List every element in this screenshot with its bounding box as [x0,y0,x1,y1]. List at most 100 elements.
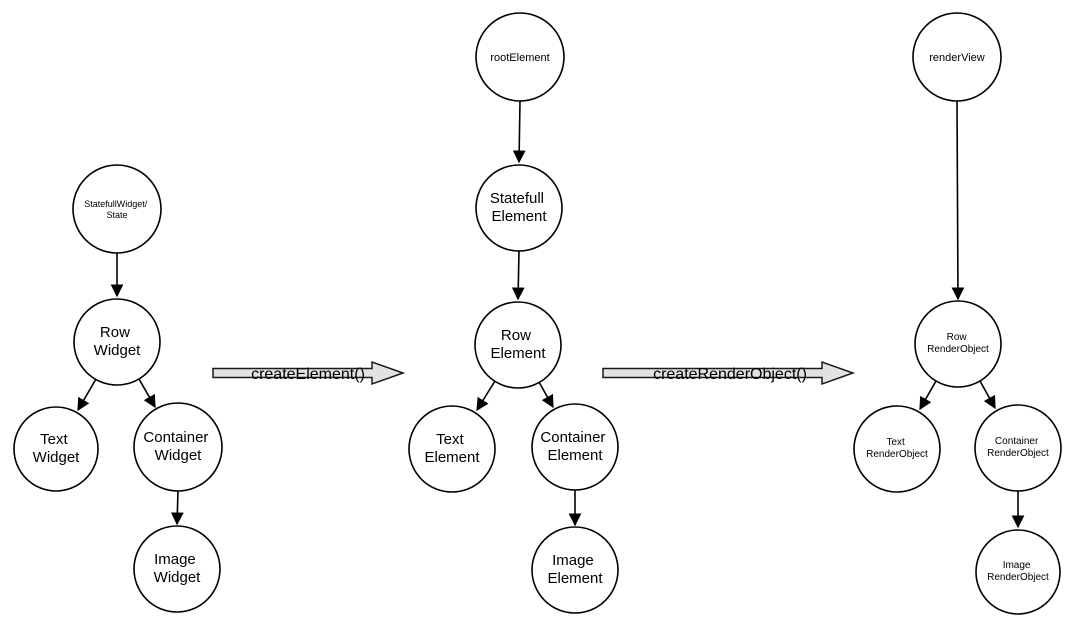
node-label-line: Container [540,429,605,446]
node-label: Text Element [424,431,480,466]
node-label-line: Row [501,327,531,344]
node-label: Row Widget [94,324,142,359]
transition-create-render-object: createRenderObject() [602,360,856,386]
node-label-line: Text [40,431,68,448]
node-circle [73,298,161,386]
node-image-element: Image Element [531,526,619,614]
create-render-object-arrow [602,360,856,386]
node-label: Row Element [490,327,546,362]
edge-row-renderobject-to-container-renderobject [979,380,996,410]
node-label-line: renderView [929,52,984,64]
node-container-widget: Container Widget [133,402,223,492]
node-label-line: Element [490,345,546,362]
node-label: Image Widget [154,551,202,586]
node-label-line: Element [424,449,480,466]
create-element-label: createElement() [251,366,365,383]
node-label-line: Container [995,436,1039,447]
widget-tree-edges [77,253,184,526]
node-label: StatefullWidget/ State [84,199,150,220]
node-label-line: RenderObject [987,448,1049,459]
edge-row-widget-to-text-widget [77,378,97,412]
node-circle [912,12,1002,102]
node-label-line: rootElement [490,52,549,64]
edge-row-widget-to-container-widget [138,378,156,409]
renderobject-tree: renderView Row RenderObject Text RenderO… [853,12,1062,615]
node-container-element: Container Element [531,403,619,491]
node-label-line: Statefull [490,190,544,207]
node-label-line: Widget [94,342,142,359]
node-label-line: StatefullWidget/ [84,199,148,209]
node-label-line: Image [1003,560,1031,571]
node-circle [914,300,1002,388]
node-label: Text RenderObject [866,437,928,460]
node-label-line: RenderObject [866,449,928,460]
edge-rootelement-to-statefull-element [512,100,526,164]
node-label-line: Element [547,447,603,464]
node-label: Statefull Element [490,190,548,225]
edge-container-widget-to-image-widget [170,490,184,526]
node-label-line: Container [143,429,208,446]
node-label-line: Widget [33,449,81,466]
node-circle [974,404,1062,492]
node-circle [531,403,619,491]
node-circle [72,164,162,254]
transition-create-element: createElement() [212,360,406,386]
node-label: rootElement [490,52,549,64]
create-element-arrow [212,360,406,386]
node-label-line: Element [491,208,547,225]
node-circle [408,405,496,493]
edge-renderview-to-row-renderobject [951,100,965,301]
node-label-line: Widget [154,569,202,586]
node-render-view: renderView [912,12,1002,102]
node-circle [133,402,223,492]
node-circle [133,525,221,613]
node-text-widget: Text Widget [13,406,99,492]
node-circle [853,405,941,493]
node-label-line: Image [154,551,196,568]
node-label: Text Widget [33,431,81,466]
renderobject-tree-edges [919,100,1025,529]
node-row-element: Row Element [474,301,562,389]
node-label-line: Element [547,570,603,587]
node-image-renderobject: Image RenderObject [975,529,1061,615]
edge-row-element-to-text-element [476,380,496,412]
node-root-element: rootElement [475,12,565,102]
node-label-line: Text [436,431,464,448]
node-label: Container Element [540,429,609,464]
node-label-line: Text [886,437,905,448]
node-label-line: Row [947,332,968,343]
edge-statefull-element-to-row-element [511,250,525,301]
node-label: Image Element [547,552,603,587]
node-circle [475,164,563,252]
node-label-line: RenderObject [927,344,989,355]
node-statefullwidget-state: StatefullWidget/ State [72,164,162,254]
edge-row-element-to-container-element [538,381,554,409]
node-label-line: State [106,210,127,220]
node-label-line: Row [100,324,130,341]
element-tree-edges [476,100,582,527]
node-container-renderobject: Container RenderObject [974,404,1062,492]
create-render-object-label: createRenderObject() [653,366,807,383]
node-label: Row RenderObject [927,332,989,355]
node-statefull-element: Statefull Element [475,164,563,252]
node-label: Container RenderObject [987,436,1049,459]
node-circle [531,526,619,614]
node-image-widget: Image Widget [133,525,221,613]
node-circle [975,529,1061,615]
node-row-widget: Row Widget [73,298,161,386]
node-circle [475,12,565,102]
node-label-line: RenderObject [987,572,1049,583]
node-label: Container Widget [143,429,212,464]
node-label: renderView [929,52,984,64]
node-label-line: Widget [155,447,203,464]
element-tree: rootElement Statefull Element Row Elemen… [408,12,619,614]
node-text-renderobject: Text RenderObject [853,405,941,493]
node-circle [474,301,562,389]
node-label: Image RenderObject [987,560,1049,583]
widget-tree: StatefullWidget/ State Row Widget Text W… [13,164,223,613]
node-text-element: Text Element [408,405,496,493]
node-circle [13,406,99,492]
node-row-renderobject: Row RenderObject [914,300,1002,388]
